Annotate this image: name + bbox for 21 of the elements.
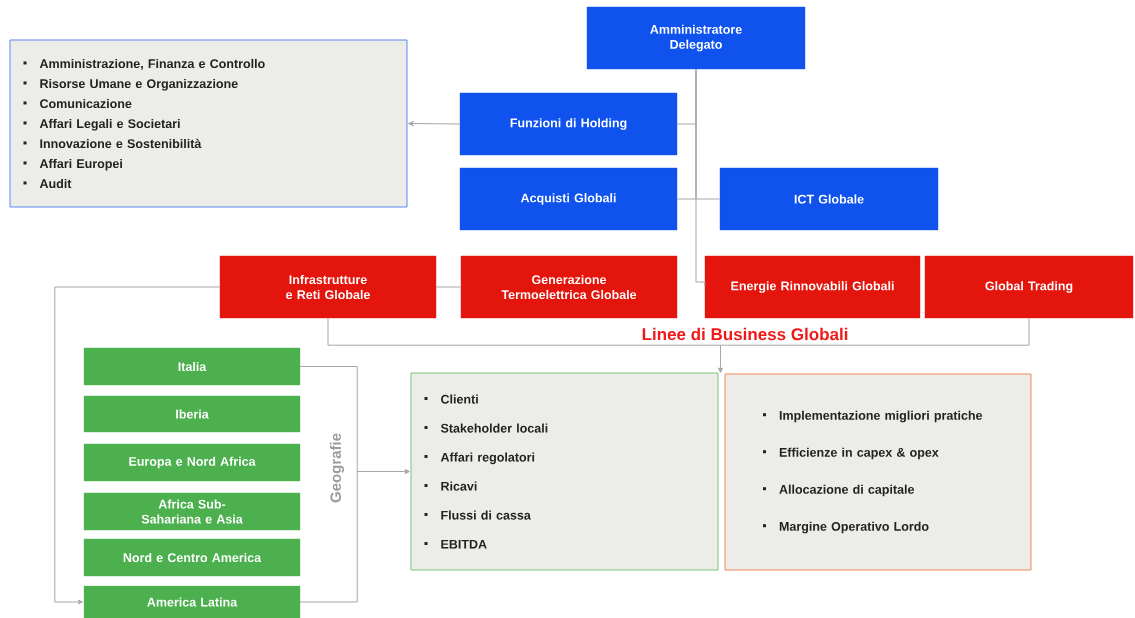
role-box: Acquisti Globali	[459, 167, 678, 231]
role-box: ICT Globale	[719, 167, 939, 231]
role-box: Amministratore Delegato	[586, 6, 806, 70]
region-box: Nord e Centro America	[83, 538, 301, 577]
list-box: Clienti Stakeholder locali Affari regolatori Ricavi Flussi di cassa EBITDA	[410, 372, 719, 571]
connector	[408, 121, 461, 126]
connector	[718, 317, 1030, 373]
section-title: Linee di Business Globali	[640, 326, 850, 342]
group-label: Geografie	[329, 432, 346, 504]
connector	[299, 469, 410, 603]
region-box: Iberia	[83, 395, 301, 433]
region-box: Italia	[83, 347, 301, 386]
list-box: Amministrazione, Finanza e Controllo Risorse Umane e Organizzazione Comunicazione Affari Legali e Societari Innovazione e Sostenibilità Affari Europei Audit	[9, 39, 408, 208]
region-box: America Latina	[83, 585, 301, 618]
list-box: Implementazione migliori pratiche Efficienze in capex & opex Allocazione di capitale Margine Operativo Lordo	[724, 373, 1032, 571]
connector	[695, 68, 706, 288]
region-box: Europa e Nord Africa	[83, 443, 301, 482]
region-box: Africa Sub-Sahariana e Asia	[83, 492, 301, 531]
connector	[435, 286, 462, 288]
connector	[54, 286, 221, 605]
role-box: Funzioni di Holding	[459, 92, 678, 156]
